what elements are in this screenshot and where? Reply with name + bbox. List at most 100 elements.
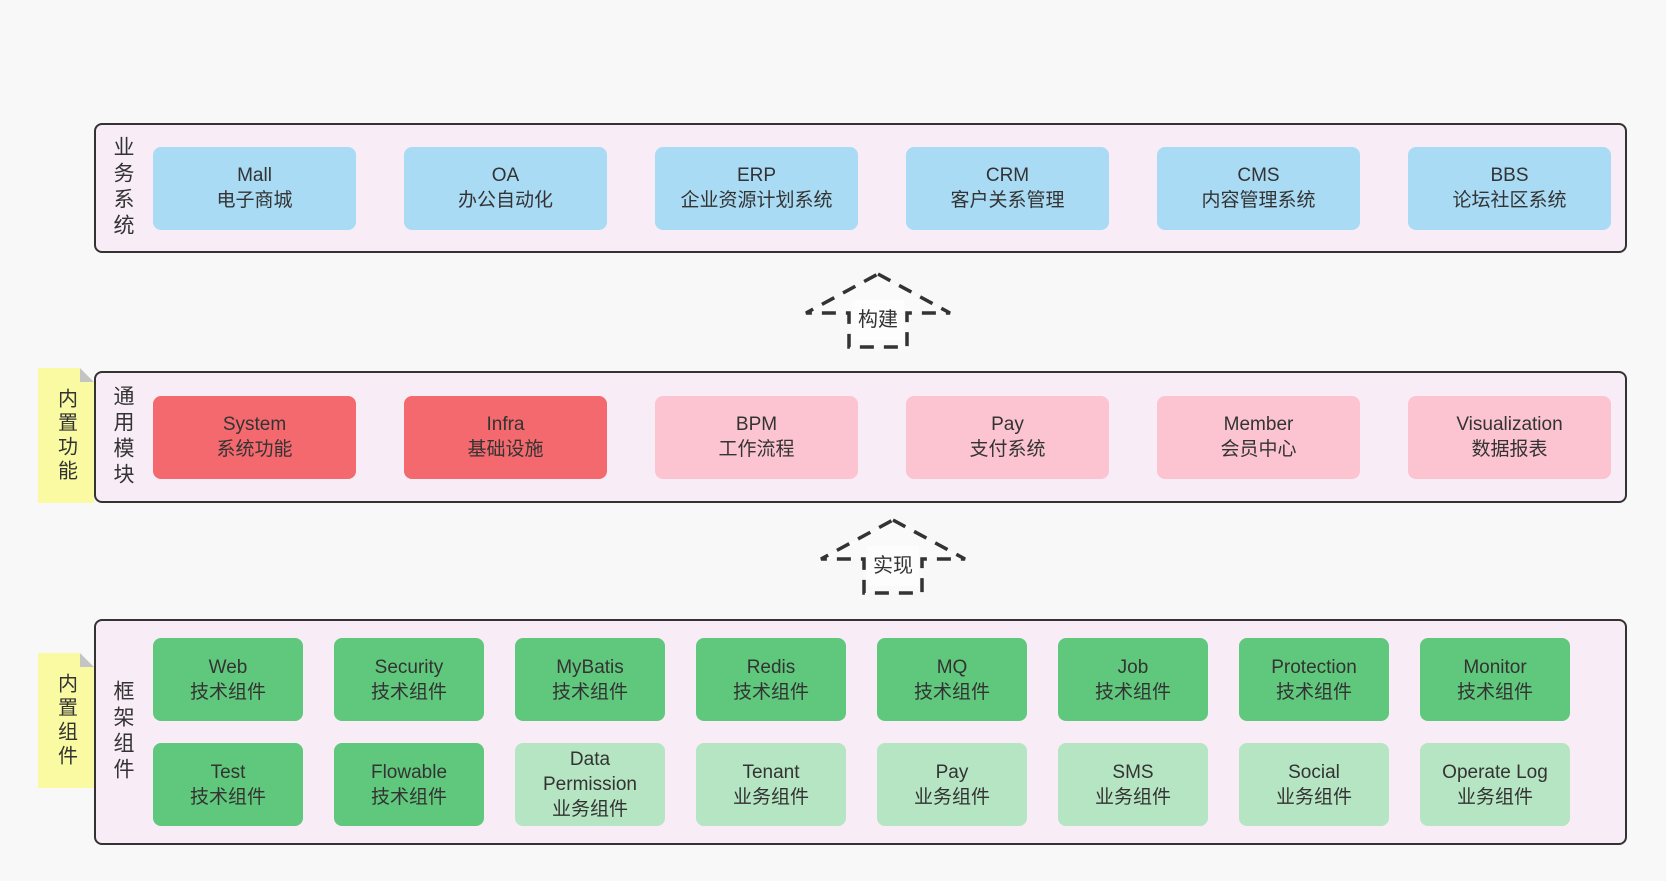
box-cms: CMS 内容管理系统	[1157, 146, 1360, 230]
box-oa: OA 办公自动化	[404, 146, 607, 230]
box-title: OA	[491, 165, 520, 186]
box-title: Pay	[935, 761, 969, 783]
box-data-permission: Data Permission 业务组件	[515, 743, 665, 826]
box-title: Security	[374, 656, 444, 678]
box-title: MQ	[936, 656, 968, 678]
section-label-framework: 框架组件	[111, 680, 134, 784]
box-title: Test	[210, 761, 246, 783]
box-desc: 技术组件	[1456, 681, 1533, 703]
modules-row: System 系统功能 Infra 基础设施 BPM 工作流程 Pay 支付系统…	[96, 395, 1625, 479]
box-desc: 业务组件	[1456, 786, 1533, 808]
box-desc: 电子商城	[216, 190, 293, 211]
box-desc: 支付系统	[969, 439, 1046, 460]
box-bbs: BBS 论坛社区系统	[1408, 146, 1611, 230]
box-job: Job 技术组件	[1058, 638, 1208, 721]
common-modules-section: 通用模块 System 系统功能 Infra 基础设施 BPM 工作流程 Pay…	[94, 371, 1627, 503]
box-erp: ERP 企业资源计划系统	[655, 146, 858, 230]
box-operate-log: Operate Log 业务组件	[1420, 743, 1570, 826]
box-mall: Mall 电子商城	[153, 146, 356, 230]
box-title: Social	[1288, 761, 1340, 783]
box-title: MyBatis	[556, 656, 624, 678]
box-security: Security 技术组件	[334, 638, 484, 721]
sticky-note-label: 内置组件	[54, 672, 77, 769]
box-system: System 系统功能	[153, 395, 356, 479]
box-desc: 技术组件	[370, 786, 447, 808]
box-desc: 内容管理系统	[1201, 190, 1316, 211]
box-title: Flowable	[370, 761, 448, 783]
arrow-build-label: 构建	[852, 300, 904, 340]
box-desc: 基础设施	[467, 439, 544, 460]
box-pay-biz: Pay 业务组件	[877, 743, 1027, 826]
box-title: Pay	[991, 414, 1024, 435]
business-row: Mall 电子商城 OA 办公自动化 ERP 企业资源计划系统 CRM 客户关系…	[96, 146, 1625, 230]
box-title: Data Permission	[543, 749, 637, 795]
box-crm: CRM 客户关系管理	[906, 146, 1109, 230]
box-web: Web 技术组件	[153, 638, 303, 721]
box-title: Job	[1117, 656, 1149, 678]
box-mybatis: MyBatis 技术组件	[515, 638, 665, 721]
box-title: CMS	[1237, 165, 1280, 186]
box-tenant: Tenant 业务组件	[696, 743, 846, 826]
box-desc: 业务组件	[1275, 786, 1352, 808]
modules-boxes: System 系统功能 Infra 基础设施 BPM 工作流程 Pay 支付系统…	[96, 373, 1625, 501]
arrow-build: 构建	[803, 270, 953, 350]
business-systems-section: 业务系统 Mall 电子商城 OA 办公自动化 ERP 企业资源计划系统 CRM…	[94, 123, 1627, 253]
box-title: Redis	[746, 656, 796, 678]
box-desc: 技术组件	[1275, 681, 1352, 703]
box-desc: 技术组件	[551, 681, 628, 703]
framework-row-2: Test 技术组件 Flowable 技术组件 Data Permission …	[96, 743, 1625, 826]
box-flowable: Flowable 技术组件	[334, 743, 484, 826]
box-bpm: BPM 工作流程	[655, 395, 858, 479]
box-title: Mall	[237, 165, 272, 186]
business-boxes: Mall 电子商城 OA 办公自动化 ERP 企业资源计划系统 CRM 客户关系…	[96, 125, 1625, 251]
box-title: Visualization	[1456, 414, 1563, 435]
arrow-implement: 实现	[818, 516, 968, 596]
box-desc: 技术组件	[913, 681, 990, 703]
box-desc: 技术组件	[1094, 681, 1171, 703]
box-mq: MQ 技术组件	[877, 638, 1027, 721]
box-title: Member	[1223, 414, 1294, 435]
box-desc: 论坛社区系统	[1452, 190, 1567, 211]
box-member: Member 会员中心	[1157, 395, 1360, 479]
box-title: BPM	[735, 414, 778, 435]
box-title: SMS	[1112, 761, 1154, 783]
box-desc: 技术组件	[732, 681, 809, 703]
box-desc: 业务组件	[913, 786, 990, 808]
box-desc: 业务组件	[732, 786, 809, 808]
sticky-note-builtin-features: 内置功能	[38, 368, 94, 503]
box-visualization: Visualization 数据报表	[1408, 395, 1611, 479]
box-redis: Redis 技术组件	[696, 638, 846, 721]
box-infra: Infra 基础设施	[404, 395, 607, 479]
box-title: System	[222, 414, 287, 435]
box-title: Monitor	[1463, 656, 1527, 678]
box-title: ERP	[736, 165, 777, 186]
box-desc: 办公自动化	[457, 190, 553, 211]
section-label-modules: 通用模块	[111, 385, 134, 489]
box-sms: SMS 业务组件	[1058, 743, 1208, 826]
box-title: Infra	[486, 414, 525, 435]
box-test: Test 技术组件	[153, 743, 303, 826]
box-desc: 业务组件	[551, 799, 628, 820]
framework-boxes: Web 技术组件 Security 技术组件 MyBatis 技术组件 Redi…	[96, 621, 1625, 843]
box-title: CRM	[985, 165, 1030, 186]
box-desc: 会员中心	[1220, 439, 1297, 460]
box-desc: 系统功能	[216, 439, 293, 460]
section-label-business: 业务系统	[111, 136, 134, 240]
box-desc: 数据报表	[1471, 439, 1548, 460]
box-desc: 技术组件	[370, 681, 447, 703]
box-protection: Protection 技术组件	[1239, 638, 1389, 721]
sticky-note-builtin-components: 内置组件	[38, 653, 94, 788]
box-desc: 技术组件	[189, 786, 266, 808]
box-desc: 客户关系管理	[950, 190, 1065, 211]
framework-row-1: Web 技术组件 Security 技术组件 MyBatis 技术组件 Redi…	[96, 638, 1625, 721]
box-desc: 业务组件	[1094, 786, 1171, 808]
box-desc: 企业资源计划系统	[680, 190, 833, 211]
box-title: BBS	[1490, 165, 1529, 186]
box-social: Social 业务组件	[1239, 743, 1389, 826]
arrow-implement-label: 实现	[867, 546, 919, 586]
box-title: Operate Log	[1442, 761, 1548, 783]
box-pay: Pay 支付系统	[906, 395, 1109, 479]
box-desc: 技术组件	[189, 681, 266, 703]
box-desc: 工作流程	[718, 439, 795, 460]
framework-components-section: 框架组件 Web 技术组件 Security 技术组件 MyBatis 技术组件…	[94, 619, 1627, 845]
